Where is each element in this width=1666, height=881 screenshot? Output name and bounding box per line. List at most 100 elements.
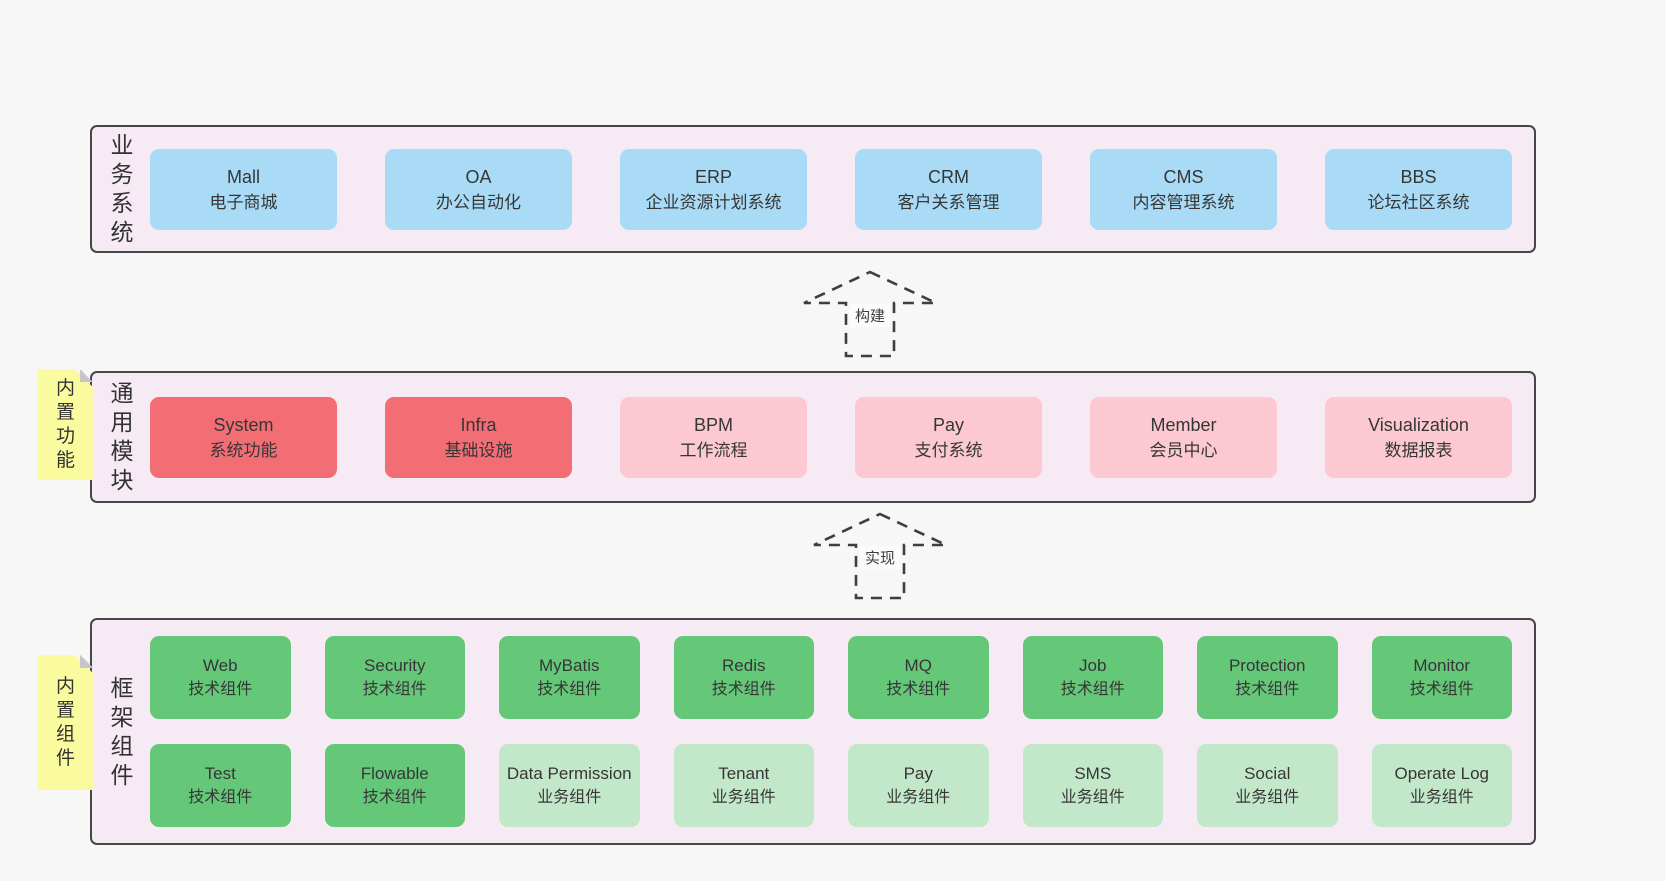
layer-common-modules: 通用模块 System 系统功能 Infra 基础设施 BPM 工作流程 Pay…	[90, 371, 1536, 503]
sticky-note-built-in-components: 内置组件	[38, 655, 93, 790]
box-subtitle: 内容管理系统	[1132, 192, 1235, 212]
box-title: Operate Log	[1394, 763, 1489, 783]
sticky-note-label: 内置功能	[55, 377, 75, 471]
box-subtitle: 技术组件	[362, 680, 427, 698]
framework-components-grid: Web 技术组件 Security 技术组件 MyBatis 技术组件 Redi…	[150, 636, 1512, 827]
box-data-permission: Data Permission 业务组件	[499, 744, 640, 827]
box-web: Web 技术组件	[150, 636, 291, 719]
box-sms: SMS 业务组件	[1022, 744, 1163, 827]
common-modules-boxes: System 系统功能 Infra 基础设施 BPM 工作流程 Pay 支付系统…	[150, 396, 1512, 478]
arrow-build-label: 构建	[849, 304, 891, 327]
box-pay-component: Pay 业务组件	[848, 744, 989, 827]
box-subtitle: 技术组件	[188, 788, 253, 806]
dashed-up-arrow-icon	[813, 512, 947, 600]
box-title: Pay	[932, 414, 965, 435]
sticky-note-label: 内置组件	[55, 675, 75, 769]
components-row-2: Test 技术组件 Flowable 技术组件 Data Permission …	[150, 744, 1512, 827]
layer-label-business-systems: 业务系统	[110, 132, 134, 245]
box-subtitle: 技术组件	[362, 788, 427, 806]
box-subtitle: 业务组件	[886, 788, 951, 806]
box-protection: Protection 技术组件	[1197, 636, 1338, 719]
box-erp: ERP 企业资源计划系统	[620, 148, 807, 230]
box-flowable: Flowable 技术组件	[324, 744, 465, 827]
box-mq: MQ 技术组件	[848, 636, 989, 719]
box-subtitle: 技术组件	[886, 680, 951, 698]
box-title: Test	[204, 763, 236, 783]
box-title: CRM	[928, 166, 969, 187]
arrow-implement: 实现	[810, 510, 950, 602]
box-title: OA	[465, 166, 492, 187]
box-title: Web	[202, 655, 238, 675]
box-bbs: BBS 论坛社区系统	[1325, 148, 1512, 230]
box-subtitle: 技术组件	[1409, 680, 1474, 698]
box-subtitle: 工作流程	[679, 440, 748, 460]
box-subtitle: 业务组件	[711, 788, 776, 806]
box-subtitle: 业务组件	[1060, 788, 1125, 806]
box-title: Mall	[226, 166, 260, 187]
box-title: BPM	[693, 414, 733, 435]
layer-framework-components: 框架组件 Web 技术组件 Security 技术组件 MyBatis 技术组件…	[90, 618, 1536, 845]
box-title: Monitor	[1413, 655, 1471, 675]
box-tenant: Tenant 业务组件	[673, 744, 814, 827]
box-bpm: BPM 工作流程	[620, 396, 807, 478]
box-subtitle: 企业资源计划系统	[645, 192, 782, 212]
components-row-1: Web 技术组件 Security 技术组件 MyBatis 技术组件 Redi…	[150, 636, 1512, 719]
box-operate-log: Operate Log 业务组件	[1371, 744, 1512, 827]
box-title: Protection	[1228, 655, 1306, 675]
box-subtitle: 技术组件	[1235, 680, 1300, 698]
box-title: ERP	[694, 166, 732, 187]
box-title: Member	[1150, 414, 1217, 435]
box-title: MyBatis	[539, 655, 600, 675]
box-subtitle: 技术组件	[537, 680, 602, 698]
box-subtitle: 业务组件	[537, 788, 602, 806]
sticky-note-built-in-features: 内置功能	[38, 369, 93, 480]
box-subtitle: 系统功能	[209, 440, 278, 460]
box-title: Security	[364, 655, 426, 675]
box-subtitle: 基础设施	[444, 440, 513, 460]
box-security: Security 技术组件	[324, 636, 465, 719]
box-title: MQ	[904, 655, 932, 675]
box-title: Tenant	[718, 763, 770, 783]
box-visualization: Visualization 数据报表	[1325, 396, 1512, 478]
dashed-up-arrow-icon	[803, 270, 937, 358]
box-crm: CRM 客户关系管理	[855, 148, 1042, 230]
box-test: Test 技术组件	[150, 744, 291, 827]
box-subtitle: 办公自动化	[436, 192, 521, 212]
box-title: SMS	[1074, 763, 1112, 783]
box-redis: Redis 技术组件	[673, 636, 814, 719]
box-title: Social	[1244, 763, 1291, 783]
box-mall: Mall 电子商城	[150, 148, 337, 230]
box-title: System	[213, 414, 274, 435]
arrow-implement-label: 实现	[859, 546, 901, 569]
box-subtitle: 电子商城	[209, 192, 278, 212]
box-system: System 系统功能	[150, 396, 337, 478]
box-member: Member 会员中心	[1090, 396, 1277, 478]
box-title: Pay	[903, 763, 933, 783]
arrow-build: 构建	[800, 268, 940, 360]
box-title: Infra	[460, 414, 497, 435]
box-monitor: Monitor 技术组件	[1371, 636, 1512, 719]
box-title: Flowable	[360, 763, 429, 783]
box-subtitle: 业务组件	[1409, 788, 1474, 806]
box-infra: Infra 基础设施	[385, 396, 572, 478]
box-subtitle: 技术组件	[188, 680, 253, 698]
box-oa: OA 办公自动化	[385, 148, 572, 230]
layer-label-framework-components: 框架组件	[110, 674, 134, 788]
box-title: Redis	[722, 655, 766, 675]
box-title: Job	[1079, 655, 1107, 675]
box-job: Job 技术组件	[1022, 636, 1163, 719]
box-title: Visualization	[1368, 414, 1469, 435]
box-subtitle: 数据报表	[1384, 440, 1453, 460]
box-subtitle: 论坛社区系统	[1367, 192, 1470, 212]
layer-business-systems: 业务系统 Mall 电子商城 OA 办公自动化 ERP 企业资源计划系统 CRM…	[90, 125, 1536, 253]
box-subtitle: 会员中心	[1149, 440, 1218, 460]
box-mybatis: MyBatis 技术组件	[499, 636, 640, 719]
box-title: Data Permission	[506, 763, 632, 783]
box-social: Social 业务组件	[1197, 744, 1338, 827]
layer-label-common-modules: 通用模块	[110, 380, 134, 493]
box-subtitle: 客户关系管理	[897, 192, 1000, 212]
box-cms: CMS 内容管理系统	[1090, 148, 1277, 230]
box-subtitle: 技术组件	[711, 680, 776, 698]
box-title: BBS	[1400, 166, 1437, 187]
